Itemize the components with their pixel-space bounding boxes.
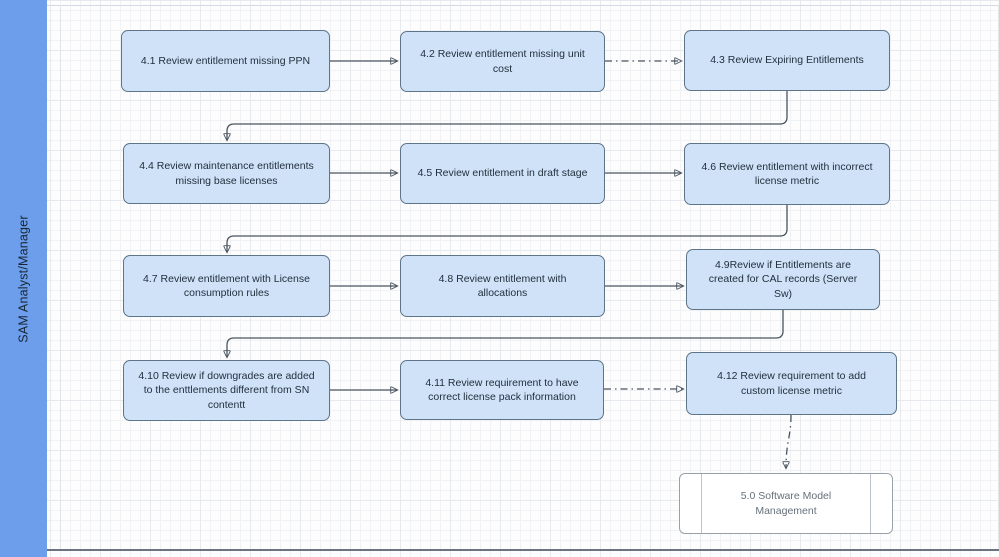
connector-4-9-to-4-10[interactable] [227, 310, 784, 357]
process-label-4-6: 4.6 Review entitlement with incorrect li… [701, 160, 873, 187]
connector-4-3-to-4-4[interactable] [227, 91, 788, 140]
swimlane-title: SAM Analyst/Manager [16, 214, 31, 343]
process-box-4-8[interactable]: 4.8 Review entitlement with allocations [400, 255, 605, 317]
lane-border-bottom [25, 549, 999, 551]
process-label-4-3: 4.3 Review Expiring Entitlements [710, 54, 864, 67]
subprocess-box-5-0[interactable]: 5.0 Software Model Management [679, 473, 893, 534]
subprocess-right-bar [870, 474, 871, 533]
connector-4-12-to-5-0[interactable] [786, 414, 792, 468]
process-label-4-2: 4.2 Review entitlement missing unit cost [420, 48, 585, 75]
process-label-4-4: 4.4 Review maintenance entitlements miss… [139, 160, 314, 187]
process-box-4-5[interactable]: 4.5 Review entitlement in draft stage [400, 143, 605, 204]
process-label-4-1: 4.1 Review entitlement missing PPN [140, 54, 311, 67]
subprocess-left-bar [701, 474, 702, 533]
process-label-4-11: 4.11 Review requirement to have correct … [425, 376, 579, 403]
process-label-4-9: 4.9Review if Entitlements are created fo… [708, 259, 858, 300]
swimlane-header[interactable]: SAM Analyst/Manager [0, 0, 47, 557]
process-box-4-3[interactable]: 4.3 Review Expiring Entitlements [684, 30, 890, 91]
process-label-4-12: 4.12 Review requirement to add custom li… [717, 370, 866, 397]
process-box-4-4[interactable]: 4.4 Review maintenance entitlements miss… [123, 143, 330, 204]
process-label-4-7: 4.7 Review entitlement with License cons… [143, 272, 310, 299]
process-box-4-1[interactable]: 4.1 Review entitlement missing PPN [121, 30, 330, 92]
process-label-4-8: 4.8 Review entitlement with allocations [438, 272, 567, 299]
subprocess-label-5-0: 5.0 Software Model Management [740, 490, 832, 517]
process-label-4-10: 4.10 Review if downgrades are added to t… [138, 370, 315, 411]
lane-border-top [25, 5, 999, 6]
process-box-4-11[interactable]: 4.11 Review requirement to have correct … [400, 360, 604, 420]
lane-border-inner [60, 5, 61, 549]
process-box-4-9[interactable]: 4.9Review if Entitlements are created fo… [686, 249, 880, 310]
connector-4-6-to-4-7[interactable] [227, 205, 788, 252]
process-box-4-7[interactable]: 4.7 Review entitlement with License cons… [123, 255, 330, 317]
process-box-4-12[interactable]: 4.12 Review requirement to add custom li… [686, 352, 897, 415]
process-label-4-5: 4.5 Review entitlement in draft stage [417, 167, 588, 180]
process-box-4-2[interactable]: 4.2 Review entitlement missing unit cost [400, 31, 605, 92]
process-box-4-6[interactable]: 4.6 Review entitlement with incorrect li… [684, 143, 890, 205]
process-box-4-10[interactable]: 4.10 Review if downgrades are added to t… [123, 360, 330, 421]
